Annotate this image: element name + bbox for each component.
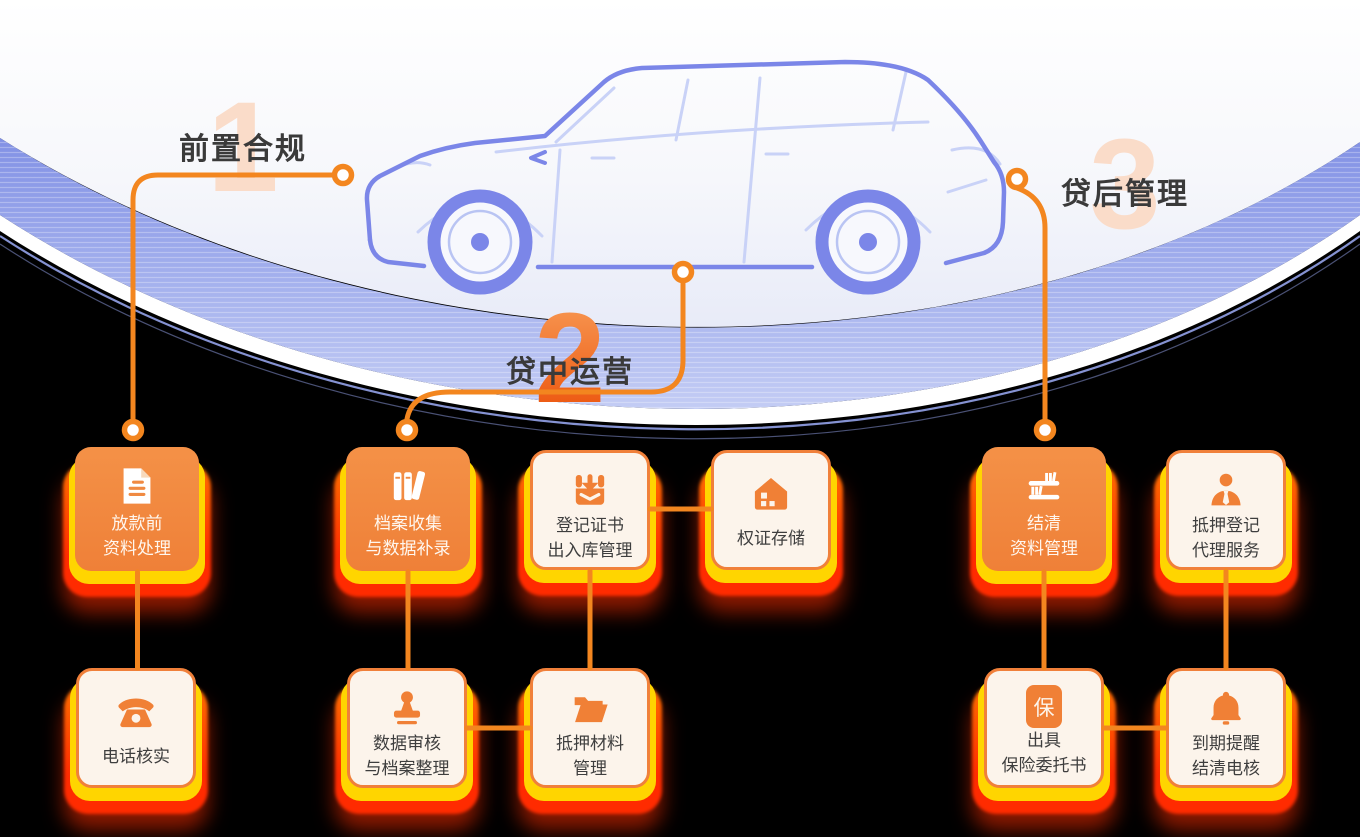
card-label: 出具 保险委托书 bbox=[1001, 731, 1087, 775]
card-mortgage-materials: 抵押材料 管理 bbox=[524, 668, 656, 801]
card-label: 电话核实 bbox=[102, 746, 170, 766]
card-label: 登记证书 出入库管理 bbox=[547, 516, 633, 560]
archive-books-icon bbox=[385, 461, 431, 511]
card-mortgage-registration-agency: 抵押登记 代理服务 bbox=[1160, 450, 1292, 583]
stamp-icon bbox=[384, 685, 430, 731]
card-settlement-materials: 结清 资料管理 bbox=[976, 447, 1112, 584]
bookshelf-icon bbox=[1021, 461, 1067, 511]
card-label: 档案收集 与数据补录 bbox=[365, 514, 451, 558]
card-loan-disbursement-prep: 放款前 资料处理 bbox=[69, 447, 205, 584]
card-label: 权证存储 bbox=[737, 528, 805, 548]
document-icon bbox=[114, 461, 160, 511]
insurance-badge-icon: 保 bbox=[1026, 685, 1062, 728]
phase-1: 1 前置合规 bbox=[158, 84, 328, 212]
open-folder-icon bbox=[567, 685, 613, 731]
phase-3: 3 贷后管理 bbox=[1040, 121, 1210, 249]
card-label: 抵押登记 代理服务 bbox=[1192, 516, 1260, 560]
phase-3-number: 3 bbox=[1089, 113, 1161, 256]
bell-icon bbox=[1203, 685, 1249, 731]
phone-icon bbox=[113, 685, 159, 737]
card-label: 抵押材料 管理 bbox=[556, 734, 624, 778]
card-due-reminder: 到期提醒 结清电核 bbox=[1160, 668, 1292, 801]
card-archive-collection: 档案收集 与数据补录 bbox=[340, 447, 476, 584]
front-wheel bbox=[427, 189, 533, 295]
warehouse-house-icon bbox=[748, 467, 794, 519]
phase-2-label: 贷中运营 bbox=[506, 356, 634, 389]
card-certificate-warehouse-mgmt: 登记证书 出入库管理 bbox=[524, 450, 656, 583]
card-label: 数据审核 与档案整理 bbox=[364, 734, 450, 778]
card-phone-verification: 电话核实 bbox=[70, 668, 202, 801]
car-illustration bbox=[364, 59, 1007, 295]
card-data-review: 数据审核 与档案整理 bbox=[341, 668, 473, 801]
agent-person-icon bbox=[1203, 467, 1249, 513]
rear-wheel bbox=[815, 189, 921, 295]
certificate-inbox-icon bbox=[567, 467, 613, 513]
phase-3-label: 贷后管理 bbox=[1061, 178, 1189, 211]
phase-1-label: 前置合规 bbox=[179, 133, 307, 166]
card-insurance-authorization: 保 出具 保险委托书 bbox=[978, 668, 1110, 801]
phase-2: 2 贷中运营 bbox=[485, 295, 655, 423]
card-label: 放款前 资料处理 bbox=[103, 514, 171, 558]
card-warrant-storage: 权证存储 bbox=[705, 450, 837, 583]
card-label: 结清 资料管理 bbox=[1010, 514, 1078, 558]
card-label: 到期提醒 结清电核 bbox=[1192, 734, 1260, 778]
